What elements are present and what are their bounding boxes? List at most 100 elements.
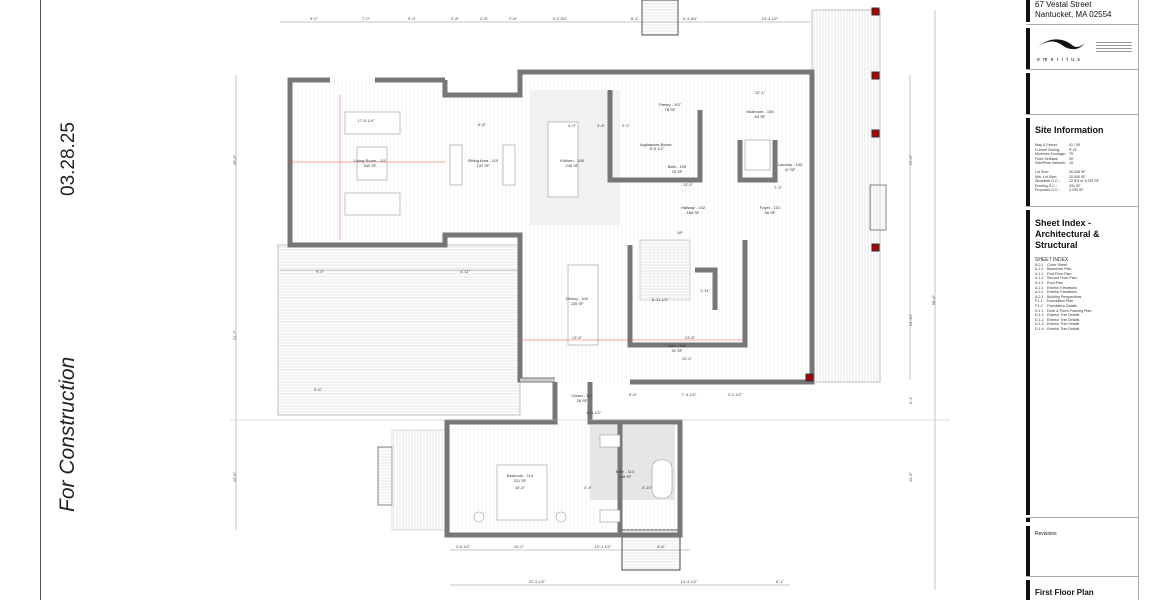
dimension-label: 7'-0" (362, 16, 371, 21)
item-value: Exterior Elevations (1047, 285, 1077, 290)
item-label: D.1.4 (1035, 326, 1044, 331)
project-address-line1: 67 Vestal Street (1035, 0, 1092, 9)
item-label: Current Zoning: (1035, 147, 1060, 152)
item-value: 431 SF (1069, 183, 1081, 188)
list-item: Minimum Frontage:75' (1035, 152, 1136, 157)
dimension-label: 8'-8" (478, 122, 487, 127)
project-address-line2: Nantucket, MA 02554 (1035, 10, 1112, 19)
dimension-label: 7'-4 1/2" (682, 392, 697, 397)
dimension-label: 13'-0" (683, 182, 694, 187)
item-value: 20,000 SF (1069, 174, 1086, 179)
room-label: Bath - 109 (668, 164, 687, 169)
list-item: Side/Rear Setback:10' (1035, 161, 1136, 166)
item-label: Side/Rear Setback: (1035, 161, 1066, 166)
title-block: 67 Vestal Street Nantucket, MA 02554 e m… (1026, 0, 1139, 600)
dimension-label: 13'-6" (232, 471, 237, 482)
item-label: A.2.2 (1035, 290, 1044, 295)
sheet-border (40, 0, 41, 600)
dimension-label: 20'-0" (232, 154, 237, 165)
left-deck (277, 244, 521, 416)
item-value: Exterior Trim Details (1047, 326, 1080, 331)
item-label: A.0.1 (1035, 262, 1044, 267)
room-label: Laundry - 105 (778, 162, 803, 167)
room-area: 78 SF (665, 107, 676, 112)
item-label: A.1.0 (1035, 267, 1044, 272)
room-label: Closet - 112 (571, 393, 593, 398)
room-label: Bedroom - 114 (507, 473, 534, 478)
room-area: 91 SF (672, 348, 683, 353)
dimension-lines (230, 10, 950, 590)
item-value: 10' (1069, 161, 1074, 166)
dimension-label: 5'-10" (642, 485, 653, 490)
room-label: Dining - 103 (566, 296, 588, 301)
dimension-label: 5'-6" (629, 392, 638, 397)
revisions-label: Revisions (1035, 531, 1057, 537)
dimension-label: 9'-6" (314, 387, 323, 392)
item-value: R-20 (1069, 147, 1077, 152)
item-value: 2,200 SF (1069, 188, 1084, 193)
dimension-label: 10'-2" (514, 544, 525, 549)
dimension-label: 4'-4" (584, 485, 593, 490)
item-value: Deck & Porch Framing Plan (1047, 308, 1092, 313)
room-area: 340 SF (364, 163, 377, 168)
stair (639, 239, 691, 301)
room-label: Mudroom - 106 (746, 109, 774, 114)
dimension-label: 3'-8" (597, 123, 606, 128)
dimension-label: 8'-6 1/2" (650, 146, 665, 151)
floor-areas (290, 72, 812, 535)
room-label: Foyer - 101 (760, 205, 781, 210)
dimension-labels: 9'-0"7'-0"9'-0"2'-8"4'-8"2'-8"9'-2 3/4"6… (232, 16, 936, 584)
list-item: Lot Size:26,348 SF (1035, 170, 1136, 175)
item-label: A.1.2 (1035, 276, 1044, 281)
dimension-label: 5'-4 3/4" (683, 16, 698, 21)
room-label: Living Room - 111 (354, 158, 387, 163)
room-label: Kitchen - 108 (560, 158, 584, 163)
item-label: A.2.3 (1035, 294, 1044, 299)
list-item: Map & Parcel:41 / 59 (1035, 143, 1136, 148)
room-label: Bath - 113 (616, 469, 635, 474)
item-value: Roof Plan (1047, 280, 1063, 285)
dimension-label: 6'-4 1/2" (587, 410, 602, 415)
dimension-label: 4'-6" (657, 544, 666, 549)
list-item: Min. Lot Size:20,000 SF (1035, 175, 1136, 180)
item-label: S.1.1 (1035, 308, 1044, 313)
dimension-label: 2'-8" (451, 16, 460, 21)
item-label: D.1.1 (1035, 313, 1044, 318)
room-area: 56 SF (765, 210, 776, 215)
item-value: Exterior Trim Details (1047, 313, 1080, 318)
dimension-label: 4'-8" (480, 16, 489, 21)
dimension-label: 7'-3" (774, 185, 783, 190)
right-deck (811, 9, 881, 383)
stair-up-note: UP (677, 230, 683, 235)
item-label: A.1.1 (1035, 271, 1044, 276)
room-label: Den - 104 (668, 343, 686, 348)
firm-logo (1038, 39, 1085, 50)
dimension-label: 9'-2 3/4" (553, 16, 568, 21)
room-area: 235 SF (571, 301, 584, 306)
dimension-label: 4'-11" (460, 269, 470, 274)
list-item: Front Setback:30' (1035, 157, 1136, 162)
item-value: Basement Plan (1047, 267, 1072, 272)
room-area: 25 SF (672, 169, 683, 174)
room-area: 211 SF (514, 478, 527, 483)
list-item: Current Zoning: R-20 (1035, 148, 1136, 153)
item-label: F.1.1 (1035, 299, 1043, 304)
walls (287, 69, 815, 538)
room-area: 137 SF (477, 163, 490, 168)
item-label: Lot Size: (1035, 169, 1049, 174)
item-label: D.1.3 (1035, 322, 1044, 327)
dimension-label: 9'-0" (310, 16, 319, 21)
sheet-index-subheading: SHEET INDEX (1035, 257, 1069, 263)
item-value: Exterior Trim Details (1047, 317, 1080, 322)
room-area: 64 SF (755, 114, 766, 119)
